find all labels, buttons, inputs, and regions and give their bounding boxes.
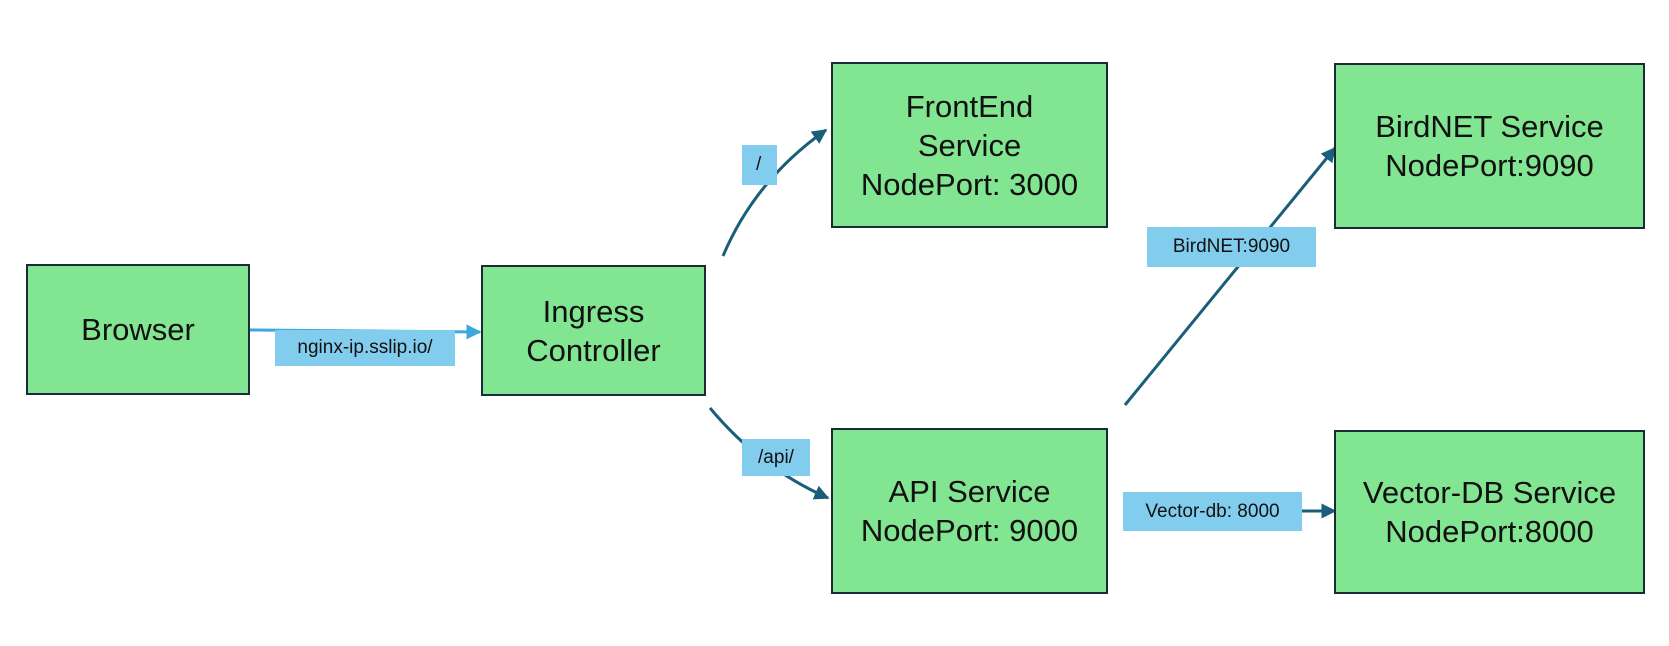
birdnet-service-node: BirdNET Service NodePort:9090 bbox=[1334, 63, 1645, 229]
api-node-line-2: NodePort: 9000 bbox=[860, 513, 1079, 548]
birdnet-node-line-2: NodePort:9090 bbox=[1385, 148, 1594, 183]
edge-label-ingress-api: /api/ bbox=[742, 439, 810, 476]
vectordb-node-line-2: NodePort:8000 bbox=[1385, 514, 1594, 549]
frontend-service-node: FrontEnd Service NodePort: 3000 bbox=[831, 62, 1108, 228]
browser-node-label: Browser bbox=[81, 312, 195, 347]
vectordb-service-node: Vector-DB Service NodePort:8000 bbox=[1334, 430, 1645, 594]
api-service-node: API Service NodePort: 9000 bbox=[831, 428, 1108, 594]
ingress-node-line-2: Controller bbox=[526, 332, 661, 368]
edge-label-ingress-frontend: / bbox=[742, 145, 777, 185]
vectordb-node-line-1: Vector-DB Service bbox=[1362, 475, 1617, 510]
edge-label-browser-ingress: nginx-ip.sslip.io/ bbox=[275, 330, 455, 366]
edge-ingress-to-frontend bbox=[721, 128, 828, 257]
frontend-node-line-2: Service bbox=[917, 127, 1022, 163]
edge-label-api-birdnet: BirdNET:9090 bbox=[1147, 227, 1316, 267]
edge-api-to-birdnet bbox=[1123, 146, 1337, 406]
api-node-line-1: API Service bbox=[888, 474, 1051, 509]
ingress-controller-node: Ingress Controller bbox=[481, 265, 706, 396]
frontend-node-line-3: NodePort: 3000 bbox=[860, 166, 1079, 202]
frontend-node-line-1: FrontEnd bbox=[905, 88, 1034, 124]
browser-node: Browser bbox=[26, 264, 250, 395]
edge-label-api-vectordb: Vector-db: 8000 bbox=[1123, 492, 1302, 531]
ingress-node-line-1: Ingress bbox=[542, 293, 645, 329]
birdnet-node-line-1: BirdNET Service bbox=[1375, 109, 1604, 144]
